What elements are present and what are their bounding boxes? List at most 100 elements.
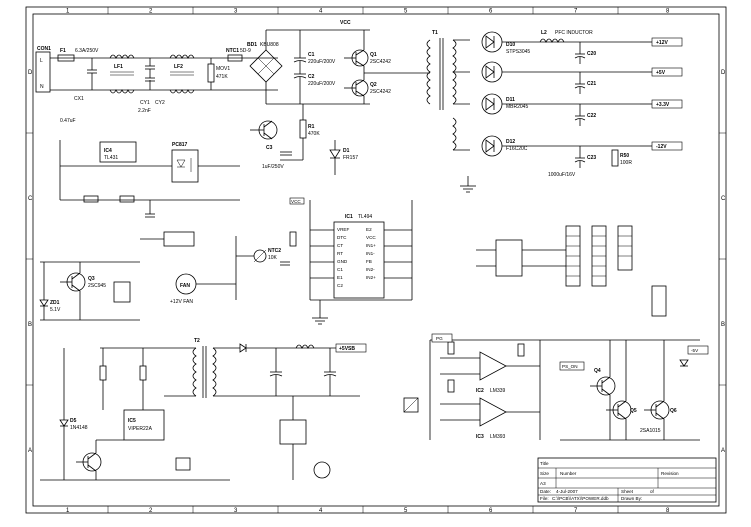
cy2-label: CY2 xyxy=(155,100,165,106)
c2-value: 220uF/200V xyxy=(308,81,336,87)
q3-label: Q3 xyxy=(88,276,95,282)
col-label-6: 6 xyxy=(489,9,493,15)
standby-ic5 xyxy=(123,409,165,441)
ic1-value: TL494 xyxy=(358,214,372,220)
bridge-rectifier: BD1 KBU808 xyxy=(247,29,370,105)
ic3-value: LM393 xyxy=(490,434,506,440)
row-label-a: A xyxy=(28,448,32,454)
rail-5v-label: +5V xyxy=(656,70,666,76)
protection-comparators: IC2 LM339 IC3 LM393 PG PS_ON xyxy=(403,333,585,440)
pin-vcc: VCC xyxy=(366,235,376,240)
fan-connector xyxy=(163,231,195,247)
q4-label: Q4 xyxy=(594,368,601,374)
lf2-label: LF2 xyxy=(174,64,183,70)
date-label: Date: xyxy=(540,489,551,494)
c1-value: 220uF/200V xyxy=(308,59,336,65)
line-label: L xyxy=(40,58,43,64)
output-rail-labels: +12V +5V +3.3V -12V xyxy=(640,37,683,151)
zd1-value: 5.1V xyxy=(50,307,61,313)
c-out-value: 1000uF/16V xyxy=(548,172,576,178)
c2-label: C2 xyxy=(308,74,315,80)
fuse-value: 6.3A/250V xyxy=(75,48,99,54)
fuse-label: F1 xyxy=(60,48,66,54)
t1-label: T1 xyxy=(432,30,438,36)
zener-zd1 xyxy=(39,299,49,307)
resistor-ref-2 xyxy=(447,379,455,393)
l2-value: PFC INDUCTOR xyxy=(555,30,593,36)
ac-connector xyxy=(35,51,51,93)
d10-value: STPS3045 xyxy=(506,49,530,55)
fan-value: +12V FAN xyxy=(170,299,193,305)
resistor-pullup xyxy=(517,343,525,357)
vcc-flag-ic1-label: VCC xyxy=(291,199,301,204)
d10-label: D10 xyxy=(506,42,515,48)
c3-value: 1uF/250V xyxy=(262,164,284,170)
ntc2-label: NTC2 xyxy=(268,248,281,254)
bulk-capacitors: C1 220uF/200V C2 220uF/200V xyxy=(293,30,336,104)
fuse xyxy=(57,54,75,62)
col-label-2-bottom: 2 xyxy=(149,508,153,514)
rail-5vsb-label: +5VSB xyxy=(339,346,355,352)
cx1-label: CX1 xyxy=(74,96,84,102)
q2-value: 2SC4242 xyxy=(370,89,391,95)
resistor-r1 xyxy=(299,119,307,139)
r50-value: 100R xyxy=(620,160,632,166)
vcc-flag-ic1 xyxy=(289,197,305,205)
bridge-value: KBU808 xyxy=(260,42,279,48)
column-markers: 1 2 3 4 5 6 7 8 1 2 3 4 5 6 7 8 xyxy=(66,7,670,514)
col-label-6-bottom: 6 xyxy=(489,508,493,514)
q1-value: 2SC4242 xyxy=(370,59,391,65)
varistor-label: MOV1 xyxy=(216,66,230,72)
d1-value: FR157 xyxy=(343,155,358,161)
relay-box xyxy=(113,281,131,303)
standby-regulator xyxy=(279,419,307,445)
c20-label: C20 xyxy=(587,51,596,57)
pin-in2p: IN2+ xyxy=(366,275,376,280)
col-label-8: 8 xyxy=(666,9,670,15)
ac-input-section: CON1 L N F1 6.3A/250V CX1 0.47uF LF1 L xyxy=(35,46,278,124)
r50-label: R50 xyxy=(620,153,629,159)
col-label-4: 4 xyxy=(319,9,323,15)
row-label-a-right: A xyxy=(721,448,725,454)
of-label: of xyxy=(650,489,655,494)
cy-value: 2.2nF xyxy=(138,108,151,114)
output-inductor xyxy=(539,38,565,43)
d5-value: 1N4148 xyxy=(70,425,88,431)
pgood-flag xyxy=(431,333,453,343)
pin-ct: CT xyxy=(337,243,343,248)
q5-label: Q5 xyxy=(630,408,637,414)
resistor-array xyxy=(651,285,667,317)
protection-diode xyxy=(679,359,689,367)
rail-neg5v-flag xyxy=(687,345,709,355)
row-label-c-right: C xyxy=(721,196,726,202)
bridge-label: BD1 xyxy=(247,42,257,48)
c22-label: C22 xyxy=(587,113,596,119)
optocoupler-label: PC817 xyxy=(172,142,188,148)
standby-opto xyxy=(175,457,191,471)
col-label-8-bottom: 8 xyxy=(666,508,670,514)
pson-label: PS_ON xyxy=(562,364,578,369)
emi-choke-lf1: LF1 xyxy=(109,54,135,94)
atx-connector-c xyxy=(617,225,633,271)
r1-value: 470K xyxy=(308,131,320,137)
standby-output-transistor xyxy=(313,461,331,479)
q1-label: Q1 xyxy=(370,52,377,58)
title-label: Title xyxy=(540,461,549,466)
d12-label: D12 xyxy=(506,139,515,145)
resistor-rt xyxy=(289,231,297,247)
lf1-label: LF1 xyxy=(114,64,123,70)
varistor-value: 471K xyxy=(216,74,228,80)
rail-neg5v-label: -5V xyxy=(691,348,699,353)
ntc-value: 5D-9 xyxy=(240,48,251,54)
startup-circuit: R1 470K D1 FR157 C3 1uF/250V xyxy=(250,104,358,175)
row-label-d-right: D xyxy=(721,70,726,76)
comparator-ic3 xyxy=(479,397,507,427)
col-label-3-bottom: 3 xyxy=(234,508,238,514)
col-label-5-bottom: 5 xyxy=(404,508,408,514)
pin-c2: C2 xyxy=(337,283,343,288)
ground-symbols xyxy=(312,176,476,325)
ac-connector-label: CON1 xyxy=(37,46,51,52)
q-value: 2SA1015 xyxy=(640,428,661,434)
standby-secondary: +5VSB xyxy=(239,343,367,480)
